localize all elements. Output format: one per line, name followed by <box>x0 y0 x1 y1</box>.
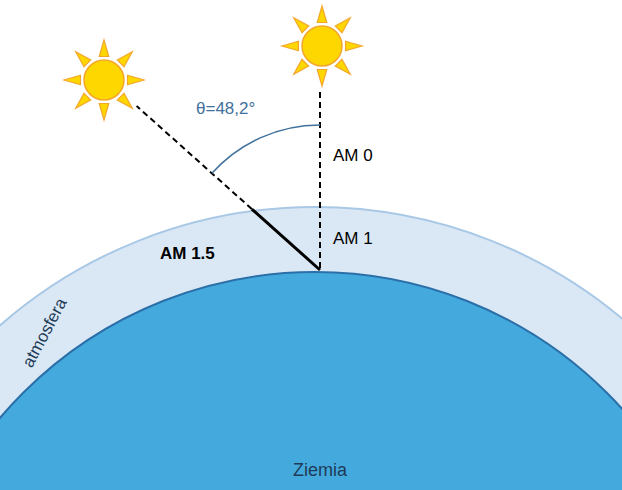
earth-disc-circle <box>0 272 622 490</box>
earth-disc-outline <box>0 270 622 490</box>
sun-ray <box>128 75 144 85</box>
sun-ray <box>76 93 91 108</box>
sun-ray <box>76 52 91 67</box>
body-label: Ziemia <box>293 460 347 481</box>
air-mass-label: AM 0 <box>333 146 373 166</box>
slant-ray-dashed <box>137 106 252 209</box>
sun-ray <box>282 41 298 51</box>
sun-ray <box>335 59 350 74</box>
zenith-ray <box>319 92 321 270</box>
sun-ray <box>117 52 132 67</box>
angle-label: θ=48,2° <box>196 99 255 119</box>
sun-ray <box>335 18 350 33</box>
am15-path <box>252 209 320 270</box>
sun-ray <box>294 59 309 74</box>
atmosphere-band-circle <box>0 207 622 490</box>
sun-ray <box>117 93 132 108</box>
angle-arc <box>212 125 320 173</box>
sun-ray <box>346 41 362 51</box>
air-mass-label: AM 1.5 <box>160 244 215 264</box>
sun-disc <box>302 26 342 66</box>
sun-ray <box>99 40 109 56</box>
sun-ray <box>294 18 309 33</box>
sun-ray <box>317 6 327 22</box>
sun-ray <box>317 70 327 86</box>
sun-disc <box>84 60 124 100</box>
atmosphere-band: atmosferaZiemia <box>0 205 622 490</box>
air-mass-label: AM 1 <box>333 229 373 249</box>
sun-ray <box>99 104 109 120</box>
sun-ray <box>64 75 80 85</box>
sun-icon <box>64 40 144 120</box>
sun-icon <box>282 6 362 86</box>
earth-disc: Ziemia <box>0 270 622 490</box>
